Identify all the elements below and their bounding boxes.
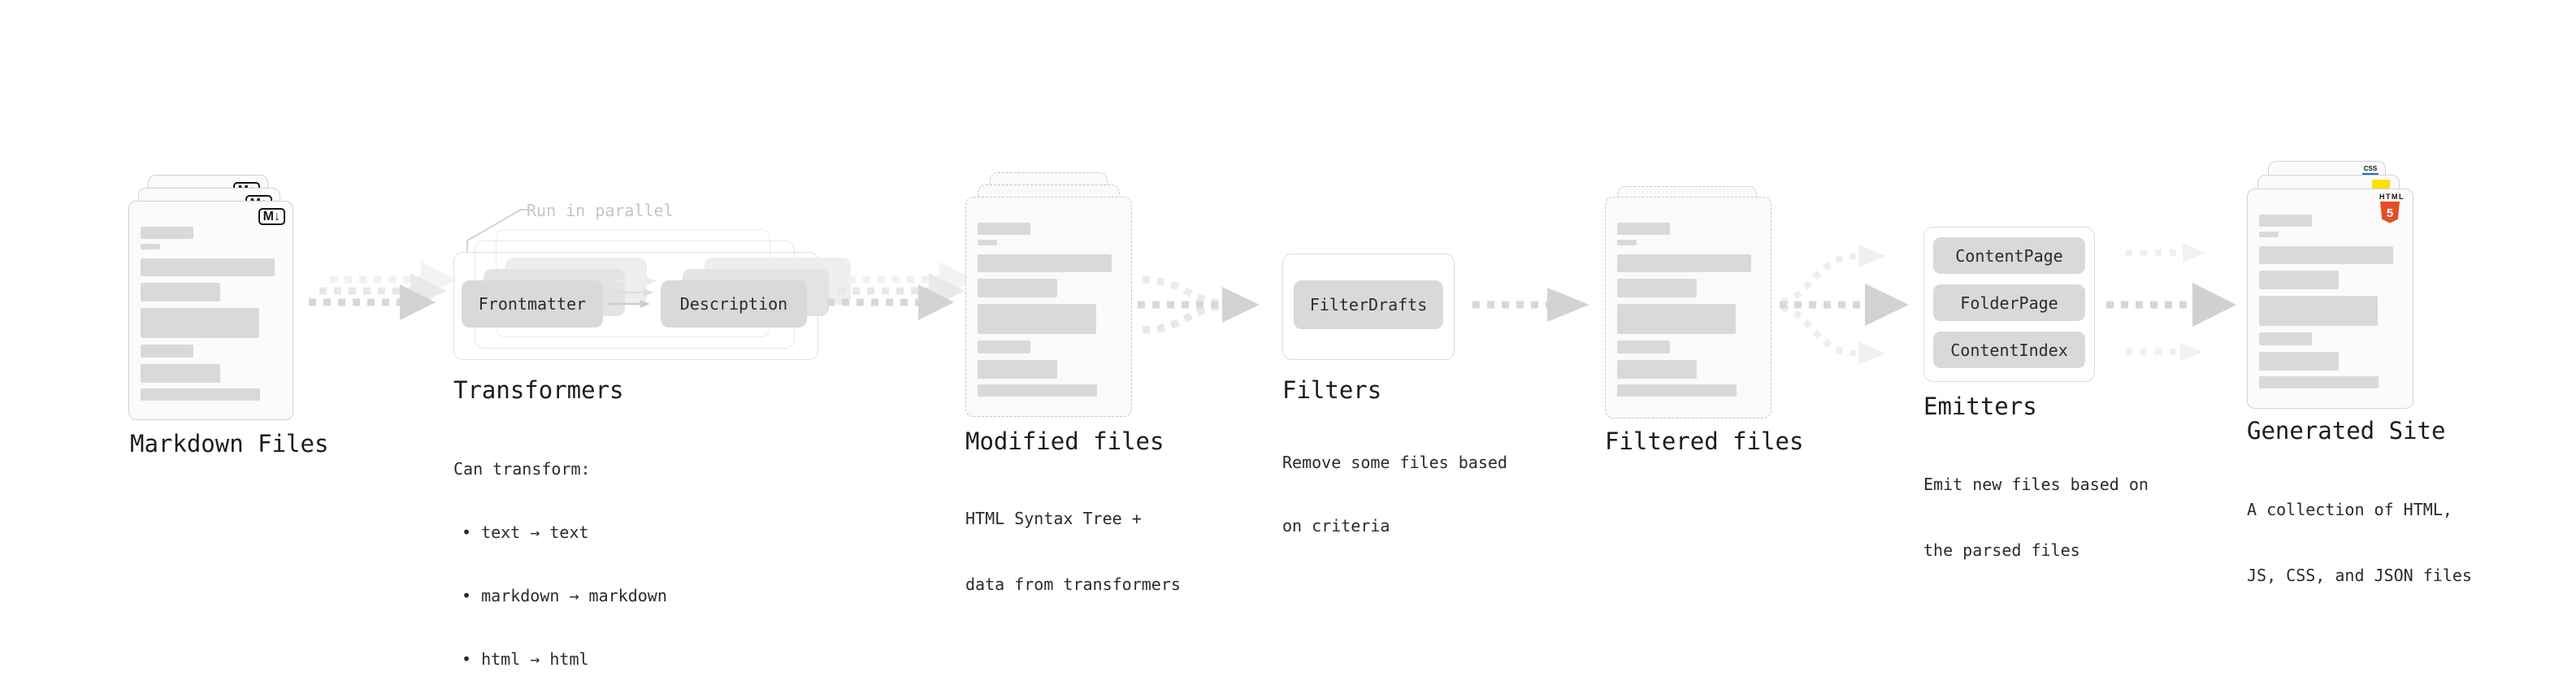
- doc-line: [2259, 296, 2378, 326]
- generated-site-sub: A collection of HTML, JS, CSS, and JSON …: [2247, 455, 2472, 631]
- doc-line: [141, 283, 220, 301]
- filters-sub: Remove some files based on criteria: [1282, 410, 1507, 579]
- filterdrafts-node: FilterDrafts: [1294, 280, 1443, 329]
- doc-line: [2259, 376, 2379, 388]
- can-transform-title: Can transform:: [453, 459, 591, 479]
- emitters-sub-line: Emit new files based on: [1923, 475, 2149, 494]
- arrow-merge-to-filters-icon: [1138, 275, 1260, 334]
- modified-files-label: Modified files: [965, 427, 1164, 455]
- arrow-transformers-to-modified-icon: [827, 262, 975, 320]
- description-node: Description: [661, 280, 807, 327]
- modified-sub-line: HTML Syntax Tree +: [965, 509, 1142, 528]
- transform-bullet: • text → text: [462, 523, 589, 542]
- filtered-files-stack: [1605, 186, 1788, 422]
- doc-line: [141, 345, 193, 358]
- doc-line: [2259, 271, 2339, 289]
- doc-line: [978, 240, 997, 245]
- doc-line: [1617, 240, 1637, 245]
- transformers-label: Transformers: [453, 376, 624, 404]
- markdown-file-card-front: M↓: [128, 201, 293, 420]
- modified-files-sub: HTML Syntax Tree + data from transformer…: [965, 464, 1181, 640]
- emitters-sub: Emit new files based on the parsed files: [1923, 430, 2149, 605]
- doc-line: [141, 258, 275, 276]
- doc-line: [141, 308, 259, 338]
- filtered-file-card-front: [1605, 197, 1772, 419]
- doc-line: [1617, 384, 1737, 397]
- doc-line: [978, 304, 1096, 334]
- transformers-notes: Can transform: • text → text • markdown …: [453, 416, 667, 681]
- doc-line: [978, 360, 1057, 379]
- annotation-leader-line: [466, 209, 534, 252]
- doc-line: [978, 279, 1057, 297]
- filtered-files-label: Filtered files: [1605, 427, 1804, 455]
- arrow-diverge-to-emitters-icon: [1780, 245, 1909, 365]
- filters-label: Filters: [1282, 376, 1382, 404]
- contentindex-node: ContentIndex: [1933, 332, 2085, 368]
- transform-bullet: • markdown → markdown: [462, 586, 667, 605]
- arrow-emitters-to-site-icon: [2106, 243, 2236, 362]
- javascript-icon: [2372, 180, 2390, 189]
- run-in-parallel-note: Run in parallel: [527, 201, 674, 220]
- doc-line: [141, 227, 193, 239]
- contentpage-node: ContentPage: [1933, 237, 2085, 274]
- doc-line: [2259, 352, 2339, 371]
- doc-line: [978, 384, 1097, 397]
- modified-file-card-front: [965, 197, 1132, 417]
- generated-sub-line: A collection of HTML,: [2247, 500, 2452, 519]
- markdown-files-stack: M↓ M↓ M↓: [128, 175, 315, 423]
- frontmatter-node: Frontmatter: [462, 280, 603, 327]
- css-icon: CSS: [2362, 166, 2379, 176]
- html-file-card: HTML 5: [2247, 189, 2413, 409]
- doc-line: [141, 364, 220, 383]
- arrow-markdown-to-transformers-icon: [309, 262, 457, 320]
- emitters-label: Emitters: [1923, 393, 2037, 420]
- svg-text:5: 5: [2387, 206, 2393, 220]
- doc-line: [1617, 360, 1697, 379]
- generated-site-stack: CSS HTML 5: [2247, 161, 2438, 413]
- doc-line: [2259, 332, 2312, 345]
- doc-line: [978, 254, 1112, 272]
- generated-site-label: Generated Site: [2247, 417, 2446, 445]
- emitters-sub-line: the parsed files: [1923, 540, 2080, 560]
- doc-line: [1617, 340, 1670, 354]
- transform-bullet: • html → html: [462, 649, 589, 669]
- doc-line: [1617, 279, 1697, 297]
- doc-line: [978, 340, 1030, 354]
- markdown-files-label: Markdown Files: [130, 430, 329, 458]
- doc-line: [2259, 232, 2279, 237]
- parallel-arrows-icon: [608, 277, 657, 308]
- modified-sub-line: data from transformers: [965, 575, 1181, 594]
- doc-line: [2259, 246, 2393, 264]
- doc-line: [1617, 223, 1670, 235]
- doc-line: [141, 244, 160, 249]
- generated-sub-line: JS, CSS, and JSON files: [2247, 566, 2472, 585]
- folderpage-node: FolderPage: [1933, 284, 2085, 321]
- filters-sub-line: on criteria: [1282, 516, 1390, 536]
- markdown-icon: M↓: [258, 208, 285, 225]
- doc-line: [1617, 304, 1736, 334]
- doc-line: [978, 223, 1030, 235]
- doc-line: [2259, 215, 2312, 227]
- filters-sub-line: Remove some files based: [1282, 453, 1507, 472]
- doc-line: [141, 388, 260, 401]
- html5-icon: HTML 5: [2379, 193, 2404, 223]
- modified-files-stack: [965, 172, 1156, 420]
- arrow-filters-to-filtered-icon: [1472, 288, 1589, 322]
- doc-line: [1617, 254, 1751, 272]
